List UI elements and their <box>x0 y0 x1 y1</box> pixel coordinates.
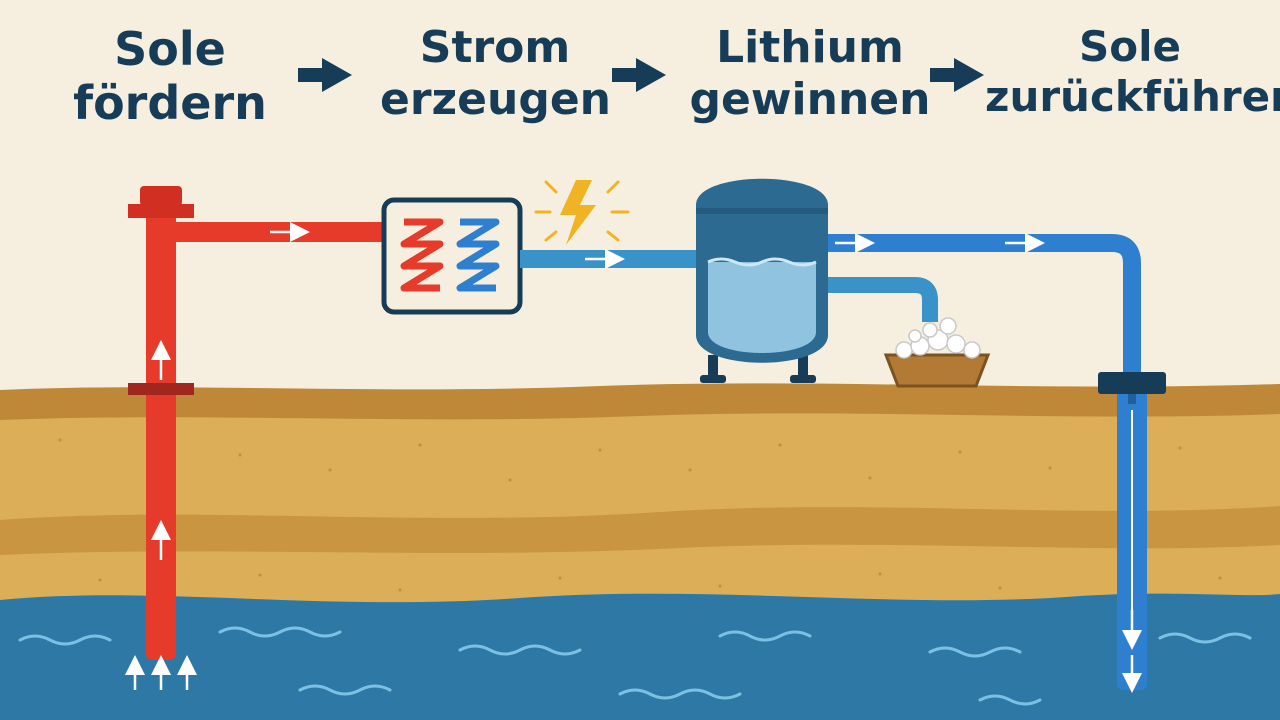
return-brine-pipe <box>828 233 1141 380</box>
lithium-outlet-pipe <box>828 277 938 322</box>
arrow-right-icon <box>612 58 666 92</box>
arrow-right-icon <box>298 58 352 92</box>
hot-brine-pipe <box>176 222 386 242</box>
step4-line2: zurückführen <box>985 71 1280 121</box>
lithium-salt-basket-icon <box>883 317 991 388</box>
step1-line1: Sole <box>114 22 226 76</box>
cooled-brine-pipe <box>520 249 698 269</box>
step2-line2: erzeugen <box>380 73 611 125</box>
arrow-right-icon <box>930 58 984 92</box>
step-label-sole-foerdern: Sole fördern <box>70 22 270 131</box>
underground-brine-reservoir <box>0 593 1280 720</box>
lightning-icon <box>534 180 630 245</box>
step1-line2: fördern <box>73 76 267 131</box>
step4-line1: Sole <box>1079 22 1181 71</box>
production-well <box>125 186 197 690</box>
injection-well <box>1098 372 1166 693</box>
heat-exchanger-icon <box>381 197 523 315</box>
step-label-lithium-gewinnen: Lithium gewinnen <box>680 22 940 126</box>
step3-line1: Lithium <box>716 22 904 73</box>
step-label-strom-erzeugen: Strom erzeugen <box>380 22 611 126</box>
step2-line1: Strom <box>419 22 571 73</box>
step3-line2: gewinnen <box>689 73 931 125</box>
step-label-sole-zurueckfuehren: Sole zurückführen <box>985 22 1280 121</box>
tank-icon <box>696 178 828 383</box>
